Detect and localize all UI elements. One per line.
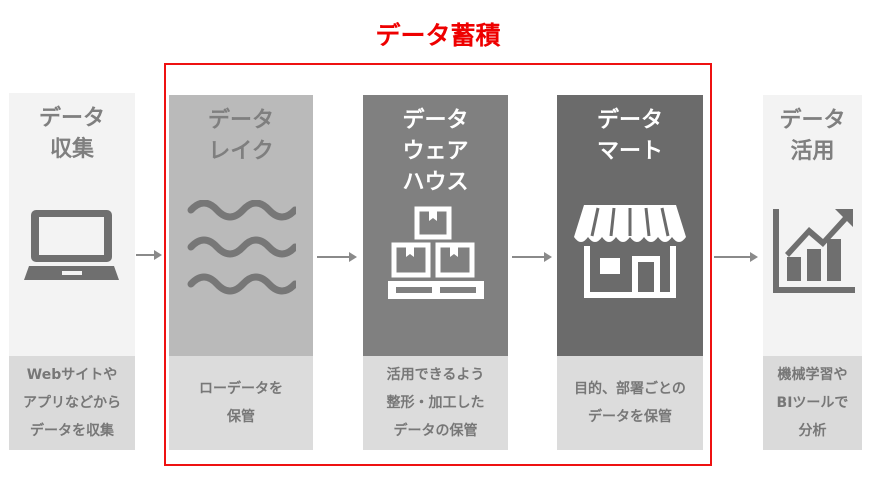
heading-line: データ: [38, 106, 105, 131]
caption-line: データを収集: [30, 423, 114, 439]
heading-line: データ: [402, 108, 469, 133]
stage-data-utilization: データ活用 機械学習や BIツールで分析: [763, 95, 862, 450]
heading-line: データ: [779, 108, 846, 133]
stage-heading: データ収集: [9, 93, 135, 165]
arrow-icon: [317, 252, 357, 262]
waves-icon: [187, 200, 296, 295]
boxes-icon: [387, 206, 484, 299]
stage-heading: データ活用: [763, 95, 862, 167]
heading-line: データ: [596, 108, 663, 133]
caption-line: 保管: [227, 409, 255, 425]
caption-line: 分析: [798, 423, 827, 439]
caption-line: 機械学習や: [777, 367, 848, 383]
data-storage-group-frame: [164, 63, 712, 466]
caption-line: ローデータを: [199, 381, 283, 397]
arrow-icon: [136, 250, 162, 260]
heading-line: レイク: [208, 139, 274, 164]
stage-heading: データマート: [557, 95, 703, 167]
stage-data-collection: データ収集 Webサイトやアプリなどからデータを収集: [9, 93, 135, 450]
heading-line: 収集: [49, 137, 94, 162]
caption-line: 活用できるよう: [386, 367, 485, 383]
heading-line: マート: [596, 139, 663, 164]
stage-caption: ローデータを保管: [169, 356, 313, 450]
stage-heading: データレイク: [169, 95, 313, 167]
caption-line: データを保管: [588, 409, 672, 425]
stage-caption: 活用できるよう整形・加工したデータの保管: [363, 356, 508, 450]
caption-line: アプリなどから: [23, 395, 121, 411]
arrow-icon: [714, 252, 758, 262]
arrow-icon: [512, 252, 552, 262]
heading-line: ハウス: [402, 170, 469, 195]
stage-caption: Webサイトやアプリなどからデータを収集: [9, 356, 135, 450]
heading-line: 活用: [790, 139, 835, 164]
stage-heading: データウェアハウス: [363, 95, 508, 198]
caption-line: Webサイトや: [26, 367, 118, 383]
caption-line: 目的、部署ごとの: [574, 381, 686, 397]
stage-data-lake: データレイク ローデータを保管: [169, 95, 313, 450]
stage-caption: 機械学習や BIツールで分析: [763, 356, 862, 450]
stage-data-mart: データマート 目的、部署ごとのデータを保管: [557, 95, 703, 450]
heading-line: ウェア: [402, 139, 469, 164]
caption-line: 整形・加工した: [386, 395, 485, 411]
stage-data-warehouse: データウェアハウス 活用できるよう整形・加工したデータの保管: [363, 95, 508, 450]
laptop-icon: [24, 210, 119, 280]
heading-line: データ: [207, 108, 274, 133]
caption-line: BIツールで: [776, 395, 849, 411]
caption-line: データの保管: [393, 423, 478, 439]
store-icon: [574, 205, 686, 298]
chart-icon: [772, 209, 855, 293]
diagram-title: データ蓄積: [375, 21, 501, 50]
stage-caption: 目的、部署ごとのデータを保管: [557, 356, 703, 450]
